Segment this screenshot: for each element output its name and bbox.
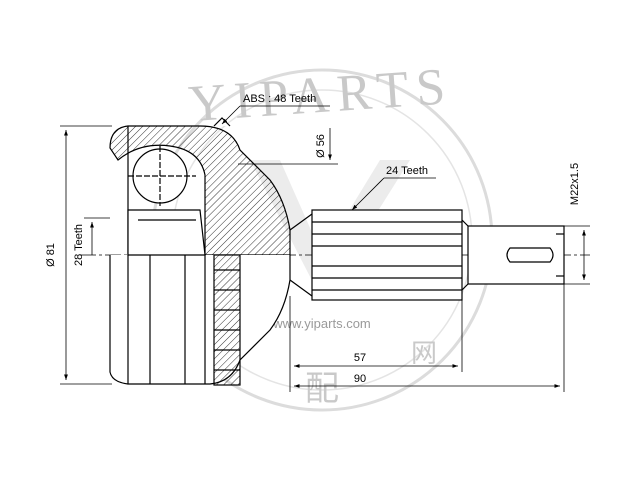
label-spline-length: 57 xyxy=(354,352,366,364)
dim-outer-splines xyxy=(351,177,436,211)
label-inner-splines: 28 Teeth xyxy=(73,224,85,266)
watermark-y-logo xyxy=(250,160,410,300)
label-abs-teeth: ABS : 48 Teeth xyxy=(243,93,316,105)
bell-outline-lower xyxy=(109,255,291,385)
spline-section xyxy=(311,209,463,301)
inner-race xyxy=(127,209,206,256)
dim-spline-length xyxy=(289,296,463,392)
cotter-slot xyxy=(506,247,554,263)
stub-shaft xyxy=(289,209,565,301)
dim-inner-splines xyxy=(84,217,110,255)
dim-abs xyxy=(221,105,330,125)
label-outer-diameter: Ø 56 xyxy=(315,134,327,158)
watermark-cjk-left: 配 xyxy=(305,371,339,408)
dim-body-diameter xyxy=(60,125,112,385)
label-thread: M22x1.5 xyxy=(569,163,581,205)
label-overall-length: 90 xyxy=(354,373,366,385)
label-outer-splines: 24 Teeth xyxy=(386,165,428,177)
bell-housing xyxy=(109,117,291,386)
dim-thread xyxy=(564,225,590,285)
label-body-diameter: Ø 81 xyxy=(45,243,57,267)
watermark-url: www.yiparts.com xyxy=(272,316,371,331)
abs-ring xyxy=(213,254,241,386)
dim-overall-length xyxy=(294,284,565,392)
dim-outer-diameter xyxy=(238,128,338,165)
watermark-cjk-right: 网 xyxy=(411,339,437,368)
